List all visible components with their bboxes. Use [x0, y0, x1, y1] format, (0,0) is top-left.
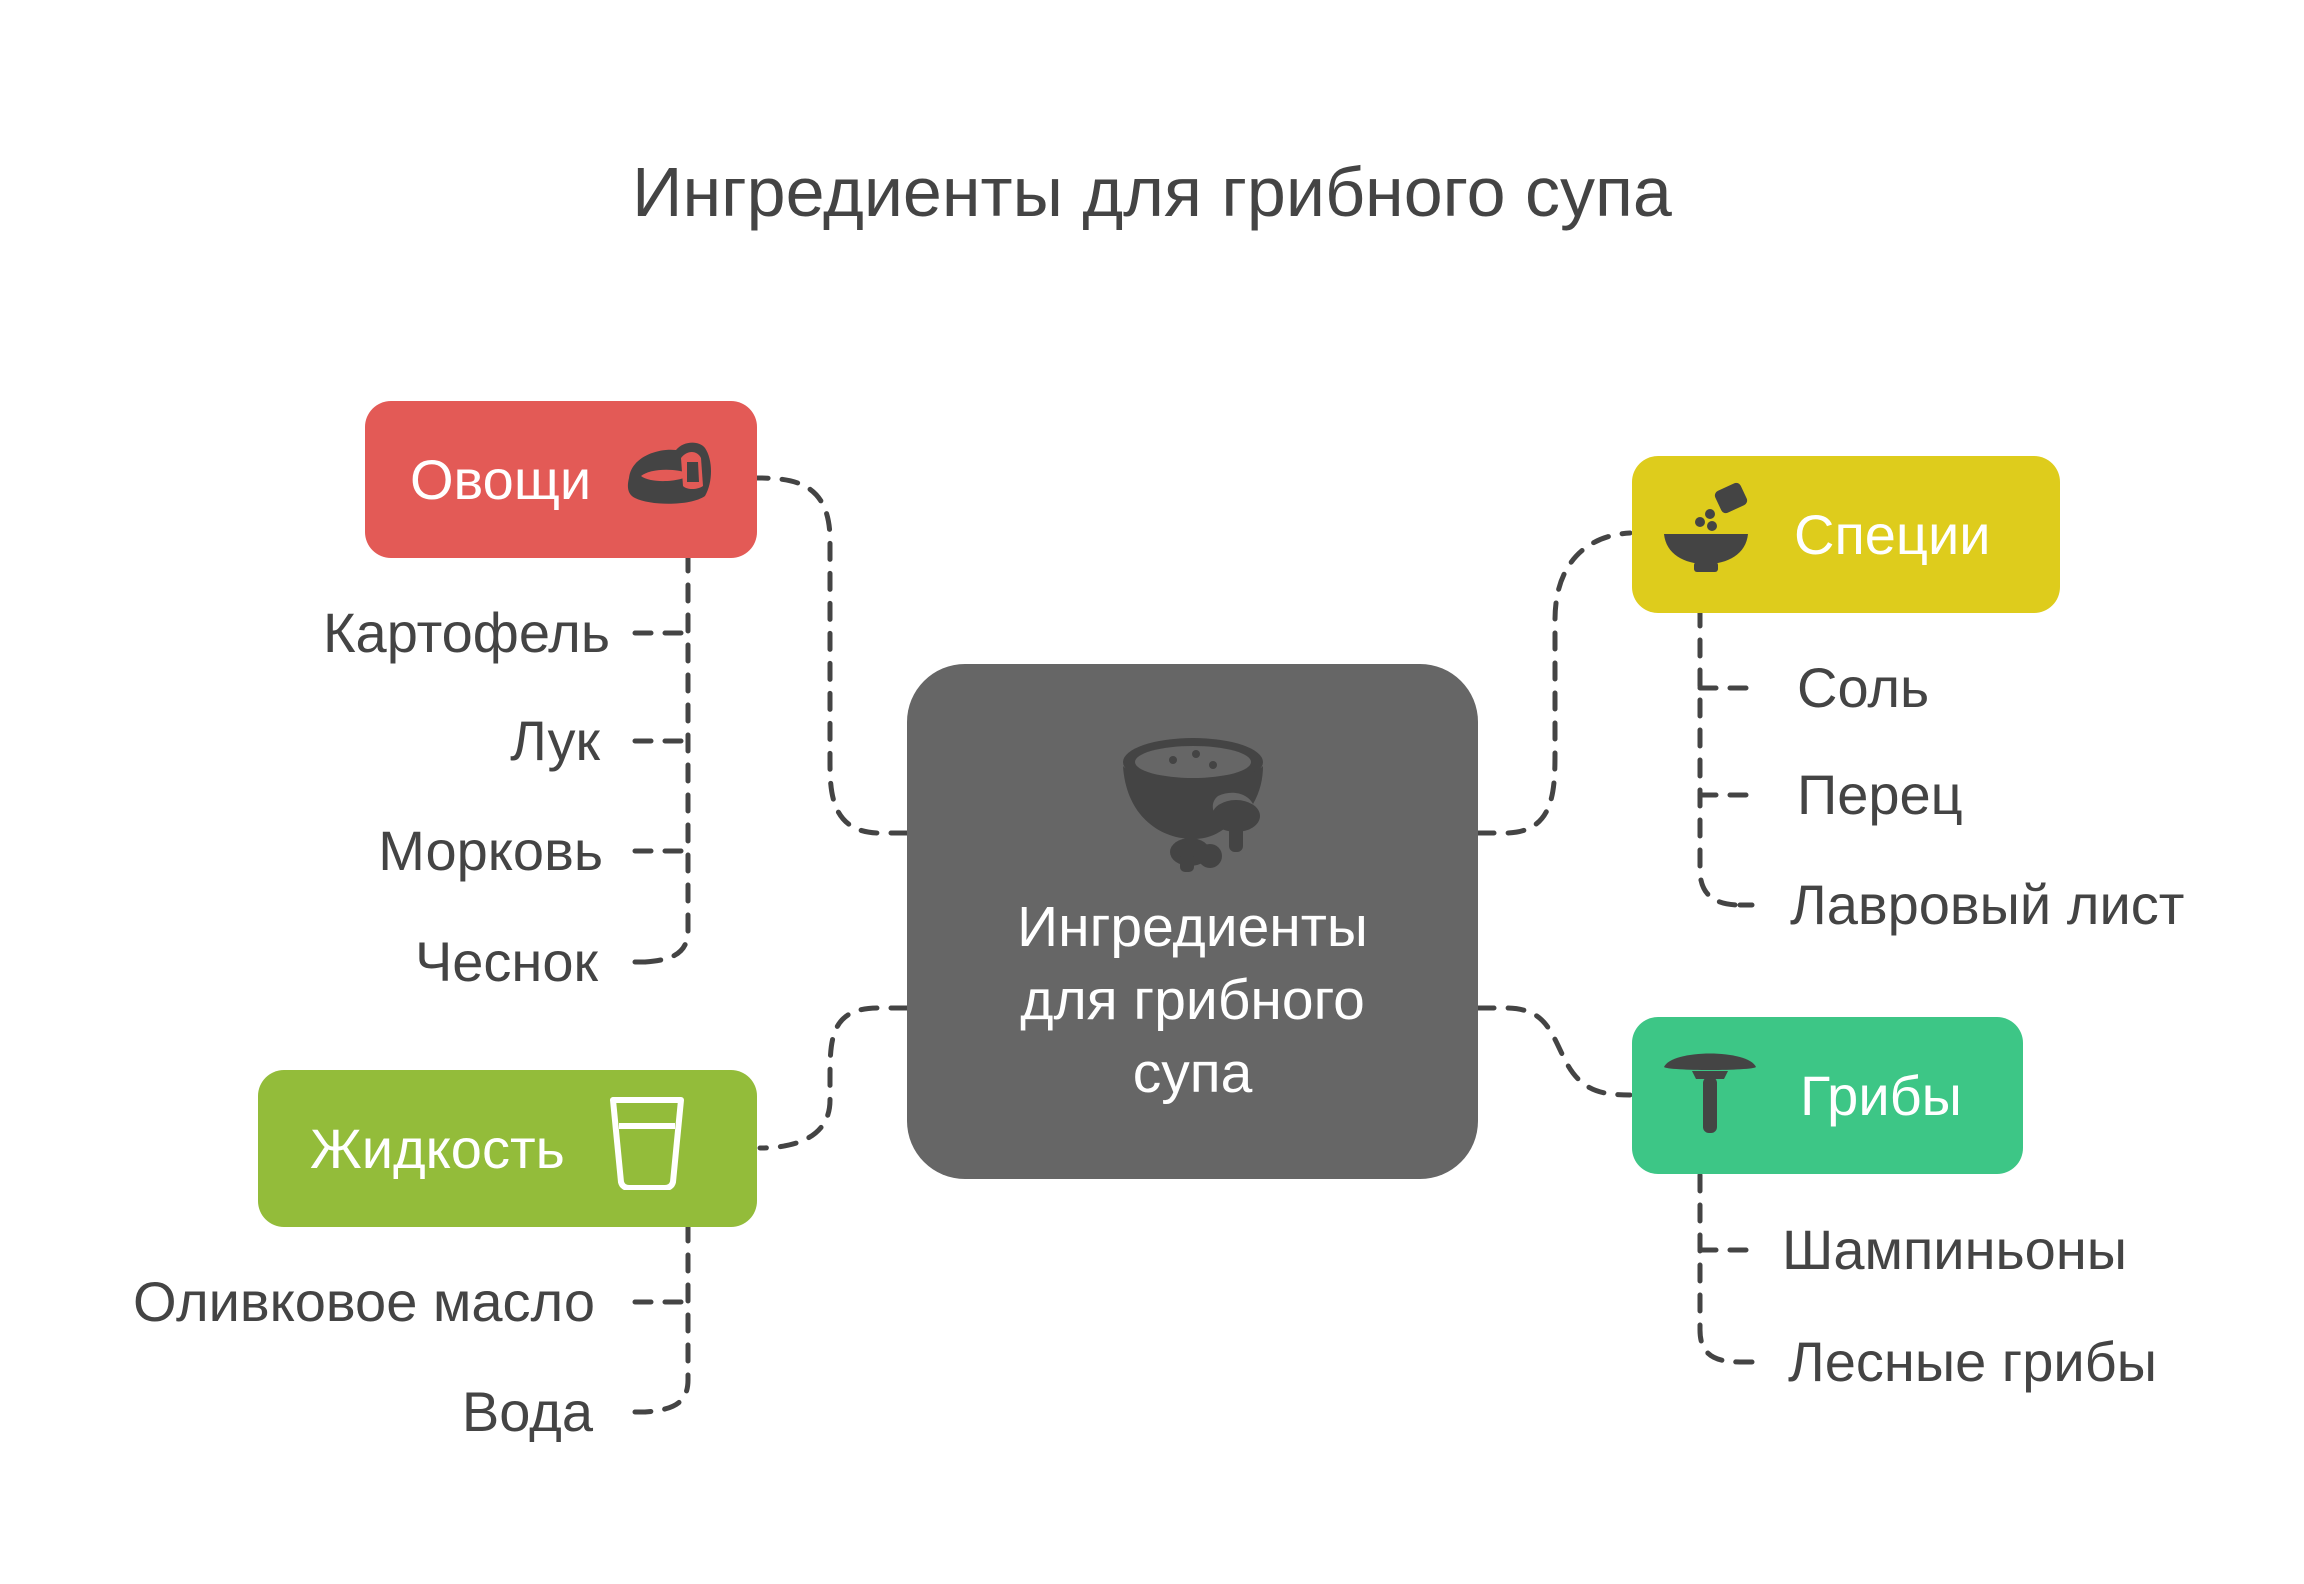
leaf-pepper: Перец [1797, 763, 1963, 826]
center-node: Ингредиенты для грибного супа [907, 664, 1478, 1179]
connector-spices [1475, 530, 1633, 836]
vegetables-icon [621, 436, 716, 524]
leaf-olive-oil: Оливковое масло [133, 1270, 595, 1333]
trunk-vegetables [642, 552, 691, 965]
connector-mushrooms [1475, 1005, 1633, 1098]
category-vegetables-label: Овощи [410, 448, 592, 511]
connector-vegetables [752, 475, 910, 836]
category-mushrooms-label: Грибы [1800, 1064, 1962, 1127]
trunk-mushrooms [1697, 1172, 1743, 1365]
category-spices: Специи [1632, 456, 2060, 613]
trunk-liquid [642, 1222, 691, 1415]
category-liquid-label: Жидкость [310, 1117, 565, 1180]
center-label: Ингредиенты для грибного супа [1017, 895, 1368, 1105]
leaf-forest-mushrooms: Лесные грибы [1788, 1330, 2157, 1393]
trunk-spices [1697, 607, 1743, 908]
leaf-luk: Лук [510, 709, 600, 772]
category-vegetables: Овощи [365, 401, 757, 558]
leaf-salt: Соль [1797, 656, 1930, 719]
category-liquid: Жидкость [258, 1070, 757, 1227]
leaf-chesnok: Чеснок [414, 930, 598, 993]
glass-icon [607, 1094, 687, 1203]
leaf-voda: Вода [461, 1380, 593, 1443]
spice-bowl-icon [1662, 482, 1752, 587]
diagram-title: Ингредиенты для грибного супа [632, 153, 1672, 231]
leaf-champignons: Шампиньоны [1782, 1218, 2127, 1281]
leaf-morkov: Морковь [378, 819, 603, 882]
mushroom-soup-bowl-icon [1118, 734, 1268, 879]
leaf-kartofel: Картофель [322, 601, 610, 664]
mushroom-icon [1662, 1041, 1758, 1150]
connector-liquid [757, 1005, 910, 1151]
leaf-bay-leaf: Лавровый лист [1790, 873, 2185, 936]
category-spices-label: Специи [1794, 503, 1991, 566]
category-mushrooms: Грибы [1632, 1017, 2023, 1174]
